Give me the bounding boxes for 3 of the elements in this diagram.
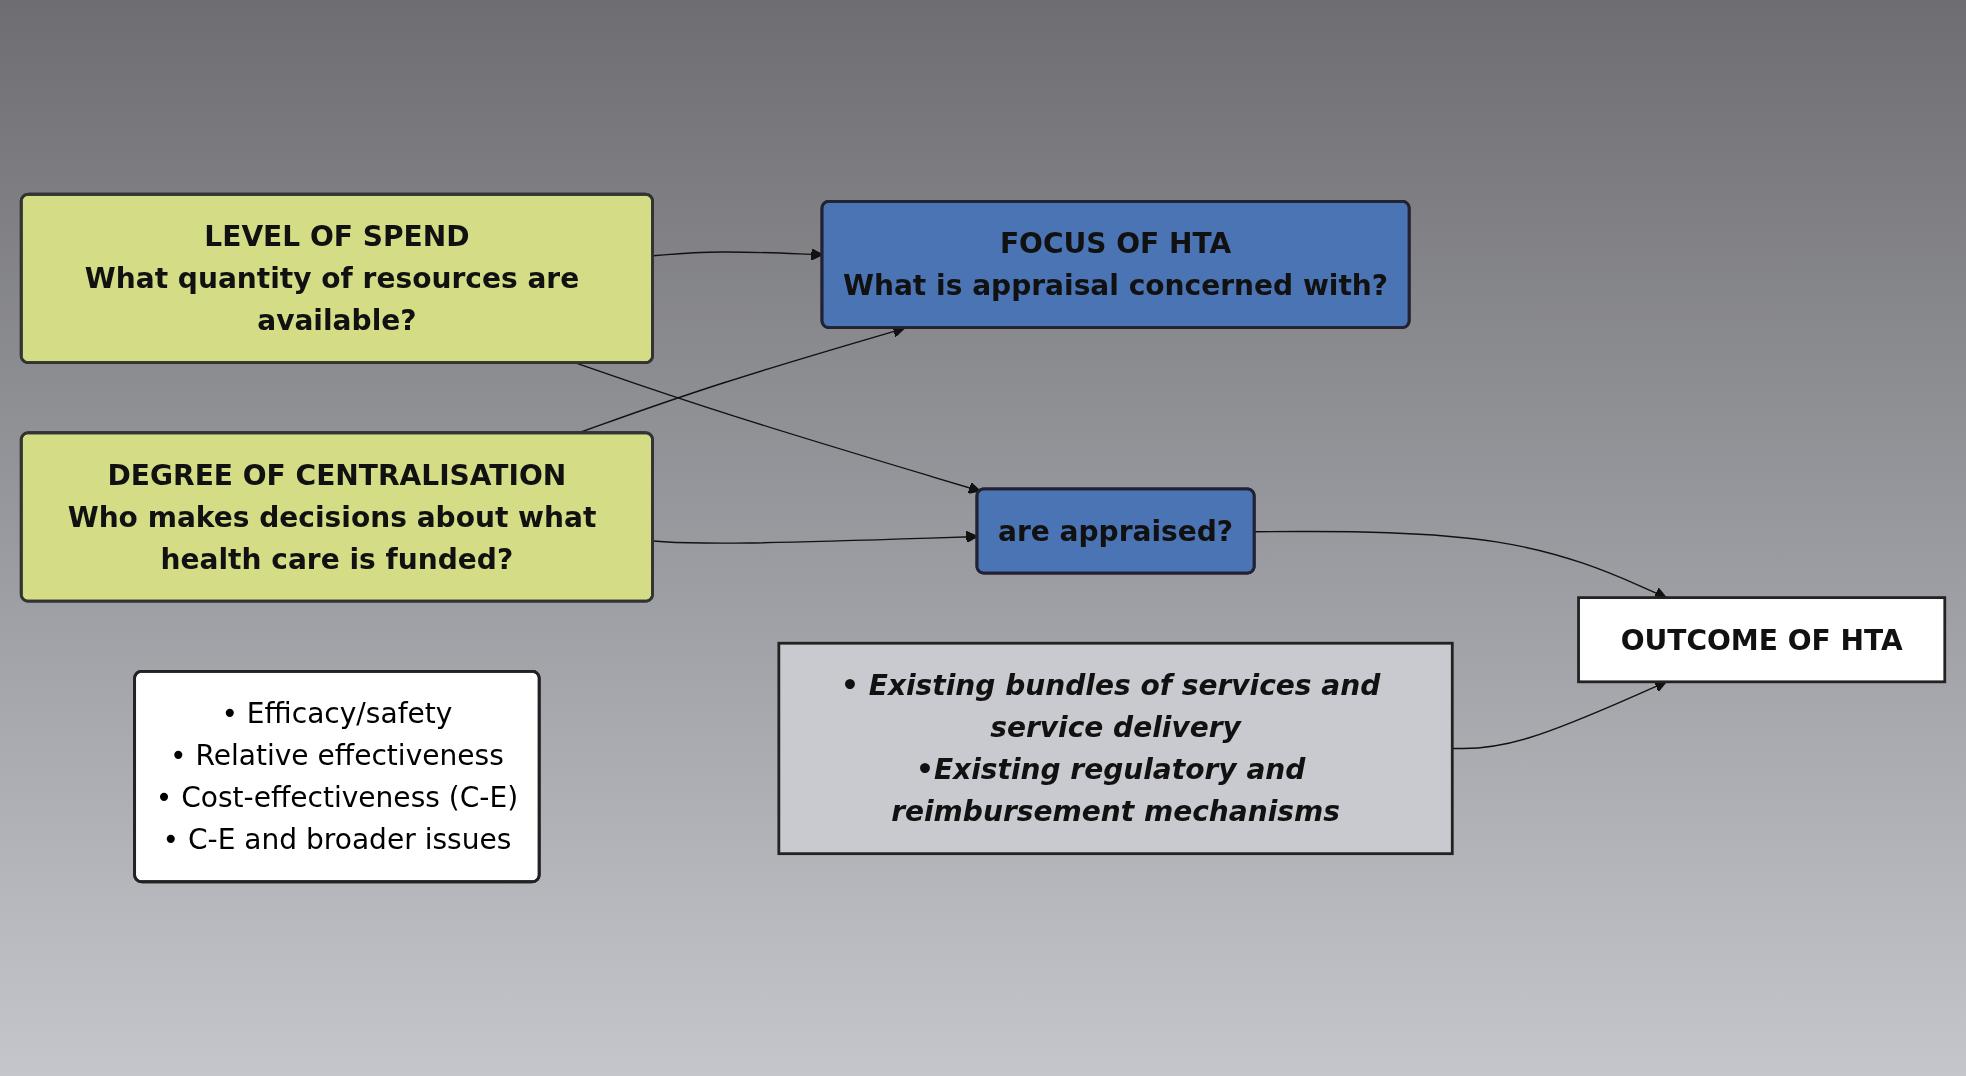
node-box: OUTCOME OF HTA <box>1577 596 1947 684</box>
node-box: • Existing bundles of services and service delivery •Existing regulatory and reimbursement mechanisms <box>777 641 1454 856</box>
arrow <box>576 362 981 494</box>
